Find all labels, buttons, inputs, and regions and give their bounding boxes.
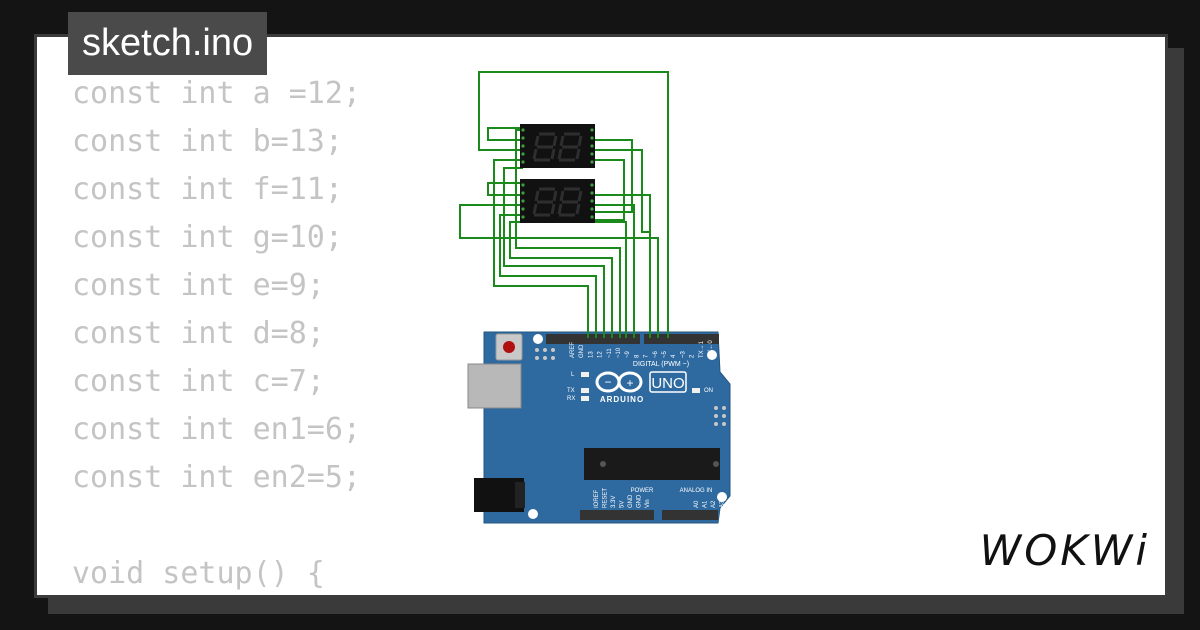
- led-tx-label: TX: [567, 388, 575, 394]
- power-header-label: POWER: [631, 488, 654, 494]
- pin-label: RX←0: [708, 340, 714, 358]
- pin-label: ~6: [653, 350, 659, 358]
- code-line: const int en1=6;: [72, 412, 361, 447]
- code-line: const int c=7;: [72, 364, 325, 399]
- pin-label: A3: [720, 500, 726, 508]
- pin-label: IOREF: [594, 489, 600, 508]
- code-line: void setup() {: [72, 556, 325, 591]
- code-preview: const int a =12; const int b=13; const i…: [72, 70, 361, 598]
- led-l-label: L: [571, 372, 575, 378]
- pin-label: 7: [644, 354, 650, 358]
- analog-header-label: ANALOG IN: [680, 488, 713, 494]
- board-model-label: UNO: [651, 375, 684, 392]
- pin-label: GND: [628, 494, 634, 508]
- code-line: const int en2=5;: [72, 460, 361, 495]
- pin-label: GND: [579, 344, 585, 358]
- arduino-uno-board[interactable]: − + UNO ARDUINO DIGITAL (PWM ~) L TX RX …: [467, 331, 743, 524]
- pin-label: A5: [737, 500, 743, 508]
- pin-label: ~5: [662, 350, 668, 358]
- pin-label: RESET: [603, 488, 609, 508]
- code-line: const int b=13;: [72, 124, 343, 159]
- code-line: const int a =12;: [72, 76, 361, 111]
- arduino-infinity-logo-icon: − +: [595, 371, 643, 393]
- pin-label: ~10: [616, 347, 622, 358]
- pin-label: GND: [637, 494, 643, 508]
- code-line: const int d=8;: [72, 316, 325, 351]
- usb-port-icon: [467, 363, 522, 409]
- pin-label: Vin: [645, 499, 651, 508]
- chip-icon: [584, 448, 720, 480]
- pin-label: AREF: [570, 342, 576, 358]
- pin-label: A4: [728, 500, 734, 508]
- wokwi-logo: WOKWi: [979, 526, 1150, 575]
- pin-label: A1: [703, 500, 709, 508]
- pin-label: A2: [711, 500, 717, 508]
- pin-label: 2: [690, 354, 696, 358]
- pin-label: 8: [634, 354, 640, 358]
- pin-label: ~3: [680, 350, 686, 358]
- pin-label: 13: [588, 351, 594, 358]
- pin-label: A0: [694, 500, 700, 508]
- code-line: const int g=10;: [72, 220, 343, 255]
- seven-segment-display-icon[interactable]: [520, 124, 595, 168]
- svg-text:−: −: [604, 375, 611, 389]
- led-rx-label: RX: [567, 396, 575, 402]
- digital-header-label: DIGITAL (PWM ~): [633, 361, 689, 368]
- pin-label: ~11: [607, 348, 613, 358]
- svg-text:+: +: [626, 376, 633, 390]
- pin-label: ~9: [625, 350, 631, 358]
- code-line: const int f=11;: [72, 172, 343, 207]
- pin-label: TX→1: [699, 340, 705, 358]
- led-on-label: ON: [704, 388, 713, 394]
- board-brand-label: ARDUINO: [600, 395, 644, 404]
- sketch-filename[interactable]: sketch.ino: [68, 12, 268, 75]
- pin-label: 3.3V: [611, 496, 617, 508]
- pin-label: 5V: [620, 501, 626, 508]
- code-line: const int e=9;: [72, 268, 325, 303]
- pin-label: 12: [598, 351, 604, 358]
- seven-segment-display-icon[interactable]: [520, 179, 595, 223]
- pin-label: 4: [671, 354, 677, 358]
